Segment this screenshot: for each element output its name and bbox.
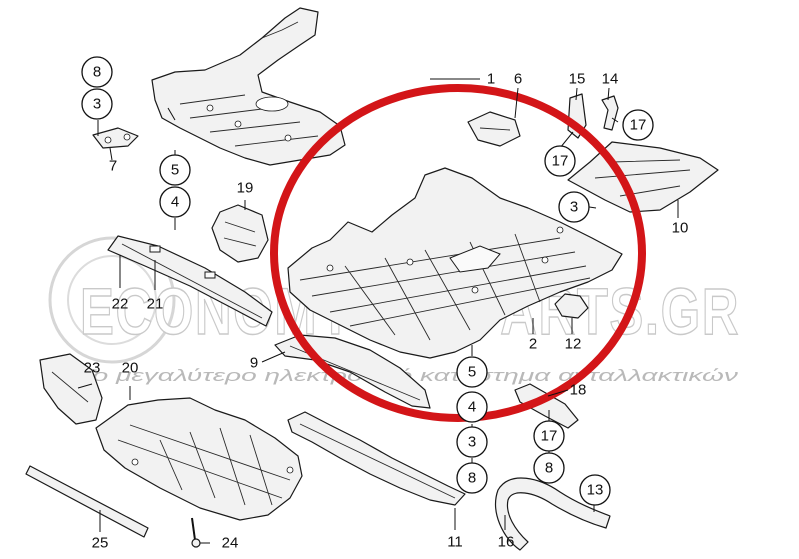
callout-7: 7 — [109, 158, 117, 175]
callout-8-top-left: 8 — [81, 56, 113, 88]
callout-24: 24 — [222, 535, 239, 552]
callout-9: 9 — [250, 355, 258, 372]
part-7-bracket — [92, 127, 139, 149]
part-19-bracket — [211, 204, 269, 263]
callout-25: 25 — [92, 535, 109, 552]
callout-17-top-right: 17 — [622, 109, 654, 141]
callout-4-bottom: 4 — [456, 391, 488, 423]
watermark-logo-ring — [48, 236, 176, 364]
part-10-side-panel — [567, 141, 719, 213]
callout-10: 10 — [672, 220, 689, 237]
callout-number: 5 — [468, 364, 476, 381]
callout-number: 8 — [93, 64, 101, 81]
callout-22: 22 — [112, 296, 129, 313]
callout-number: 4 — [468, 399, 476, 416]
callout-21: 21 — [147, 296, 164, 313]
callout-circle — [533, 420, 565, 452]
callout-number: 4 — [171, 194, 179, 211]
callout-17-middle: 17 — [544, 145, 576, 177]
part-1-rear-underbody-panel — [151, 7, 346, 166]
callout-2: 2 — [529, 336, 537, 353]
callout-circle — [558, 191, 590, 223]
callout-16: 16 — [498, 534, 515, 551]
callout-circle — [456, 426, 488, 458]
callout-number: 8 — [468, 470, 476, 487]
callout-number: 5 — [171, 162, 179, 179]
callout-circle — [533, 452, 565, 484]
part-25-rod — [25, 465, 149, 538]
callout-6: 6 — [514, 71, 522, 88]
callout-circle — [544, 145, 576, 177]
part-11-trim-strip — [287, 411, 466, 506]
callout-number: 8 — [545, 460, 553, 477]
part-2-main-underbody-shield — [287, 167, 623, 359]
callout-3-bottom: 3 — [456, 426, 488, 458]
callout-number: 17 — [552, 153, 569, 170]
callout-number: 17 — [541, 428, 558, 445]
callout-number: 3 — [93, 96, 101, 113]
callout-19: 19 — [237, 180, 254, 197]
callout-14: 14 — [602, 71, 619, 88]
callout-circle — [456, 356, 488, 388]
callout-number: 3 — [468, 434, 476, 451]
part-13-curved-strip — [494, 477, 611, 551]
callout-17-bottom: 17 — [533, 420, 565, 452]
callout-3-top-left: 3 — [81, 88, 113, 120]
callout-circle — [622, 109, 654, 141]
callout-8-bottom: 8 — [456, 462, 488, 494]
callout-number: 17 — [630, 117, 647, 134]
part-6-bracket — [467, 111, 521, 147]
callout-circle — [456, 391, 488, 423]
callout-15: 15 — [569, 71, 586, 88]
callout-circle — [81, 88, 113, 120]
callout-circle — [159, 186, 191, 218]
part-21-22-front-bar — [107, 235, 273, 327]
part-14-bracket — [601, 95, 619, 131]
part-23-side-panel — [39, 353, 103, 425]
callout-18: 18 — [570, 382, 587, 399]
callout-circle — [159, 154, 191, 186]
callout-5-left: 5 — [159, 154, 191, 186]
callout-23: 23 — [84, 360, 101, 377]
callout-number: 13 — [587, 482, 604, 499]
watermark-logo-ring-inner — [67, 255, 157, 345]
callout-circle — [456, 462, 488, 494]
callout-number: 3 — [570, 199, 578, 216]
part-20-front-lower-shield — [95, 397, 303, 521]
callout-13: 13 — [579, 474, 611, 506]
callout-20: 20 — [122, 360, 139, 377]
callout-circle — [579, 474, 611, 506]
callout-12: 12 — [565, 336, 582, 353]
callout-4-left: 4 — [159, 186, 191, 218]
highlight-circle — [270, 84, 646, 422]
part-12-clip — [554, 293, 589, 319]
callout-3-right: 3 — [558, 191, 590, 223]
callout-5-bottom: 5 — [456, 356, 488, 388]
callout-1: 1 — [487, 71, 495, 88]
callout-8-bottom-right: 8 — [533, 452, 565, 484]
callout-circle — [81, 56, 113, 88]
part-24-screw — [191, 517, 201, 548]
callout-11: 11 — [447, 534, 463, 551]
